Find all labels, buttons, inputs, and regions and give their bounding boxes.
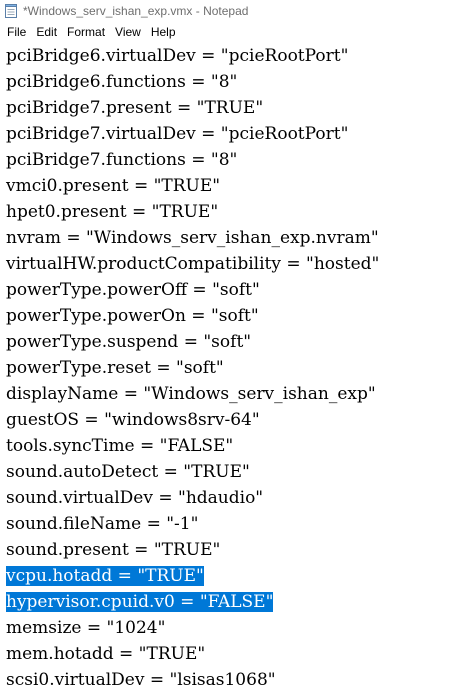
line-text: hpet0.present = "TRUE" <box>6 202 219 222</box>
text-line[interactable]: powerType.powerOn = "soft" <box>6 303 450 329</box>
menu-view[interactable]: View <box>115 25 141 39</box>
line-text: mem.hotadd = "TRUE" <box>6 644 206 664</box>
line-text: pciBridge7.present = "TRUE" <box>6 98 264 118</box>
text-line[interactable]: hpet0.present = "TRUE" <box>6 199 450 225</box>
text-line[interactable]: tools.syncTime = "FALSE" <box>6 433 450 459</box>
text-line[interactable]: powerType.reset = "soft" <box>6 355 450 381</box>
line-text: pciBridge6.functions = "8" <box>6 72 238 92</box>
selected-line-text: vcpu.hotadd = "TRUE" <box>6 566 204 586</box>
line-text: virtualHW.productCompatibility = "hosted… <box>6 254 380 274</box>
line-text: nvram = "Windows_serv_ishan_exp.nvram" <box>6 228 379 248</box>
line-text: memsize = "1024" <box>6 618 166 638</box>
text-line[interactable]: powerType.suspend = "soft" <box>6 329 450 355</box>
text-line[interactable]: scsi0.virtualDev = "lsisas1068" <box>6 667 450 693</box>
text-line[interactable]: sound.virtualDev = "hdaudio" <box>6 485 450 511</box>
line-text: tools.syncTime = "FALSE" <box>6 436 234 456</box>
text-line[interactable]: vmci0.present = "TRUE" <box>6 173 450 199</box>
menu-bar: File Edit Format View Help <box>0 22 450 42</box>
line-text: powerType.reset = "soft" <box>6 358 224 378</box>
menu-edit[interactable]: Edit <box>36 25 58 39</box>
text-line[interactable]: displayName = "Windows_serv_ishan_exp" <box>6 381 450 407</box>
selected-text-line[interactable]: vcpu.hotadd = "TRUE" <box>0 563 450 589</box>
text-line[interactable]: pciBridge6.functions = "8" <box>6 69 450 95</box>
line-text: sound.autoDetect = "TRUE" <box>6 462 250 482</box>
line-text: sound.fileName = "-1" <box>6 514 199 534</box>
text-line[interactable]: pciBridge7.virtualDev = "pcieRootPort" <box>6 121 450 147</box>
text-line[interactable]: memsize = "1024" <box>6 615 450 641</box>
text-line[interactable]: sound.fileName = "-1" <box>6 511 450 537</box>
line-text: sound.present = "TRUE" <box>6 540 221 560</box>
menu-format[interactable]: Format <box>67 25 106 39</box>
line-text: pciBridge7.virtualDev = "pcieRootPort" <box>6 124 349 144</box>
line-text: powerType.suspend = "soft" <box>6 332 252 352</box>
line-text: powerType.powerOn = "soft" <box>6 306 259 326</box>
title-bar[interactable]: *Windows_serv_ishan_exp.vmx - Notepad <box>0 0 450 22</box>
notepad-icon <box>4 3 18 19</box>
line-text: scsi0.virtualDev = "lsisas1068" <box>6 670 276 690</box>
line-text: pciBridge6.virtualDev = "pcieRootPort" <box>6 46 349 66</box>
text-line[interactable]: guestOS = "windows8srv-64" <box>6 407 450 433</box>
line-text: guestOS = "windows8srv-64" <box>6 410 260 430</box>
editor-lines: pciBridge6.virtualDev = "pcieRootPort" p… <box>0 43 450 693</box>
text-line[interactable]: sound.autoDetect = "TRUE" <box>6 459 450 485</box>
menu-help[interactable]: Help <box>150 25 176 39</box>
text-line[interactable]: pciBridge7.present = "TRUE" <box>6 95 450 121</box>
text-line[interactable]: nvram = "Windows_serv_ishan_exp.nvram" <box>6 225 450 251</box>
text-line[interactable]: virtualHW.productCompatibility = "hosted… <box>6 251 450 277</box>
text-editor[interactable]: pciBridge6.virtualDev = "pcieRootPort" p… <box>0 43 450 695</box>
line-text: vmci0.present = "TRUE" <box>6 176 221 196</box>
menu-file[interactable]: File <box>7 25 27 39</box>
line-text: displayName = "Windows_serv_ishan_exp" <box>6 384 376 404</box>
line-text: pciBridge7.functions = "8" <box>6 150 238 170</box>
line-text: powerType.powerOff = "soft" <box>6 280 260 300</box>
line-text: sound.virtualDev = "hdaudio" <box>6 488 264 508</box>
window-title: *Windows_serv_ishan_exp.vmx - Notepad <box>23 4 249 18</box>
text-line[interactable]: pciBridge7.functions = "8" <box>6 147 450 173</box>
text-line[interactable]: mem.hotadd = "TRUE" <box>6 641 450 667</box>
text-line[interactable]: powerType.powerOff = "soft" <box>6 277 450 303</box>
text-line[interactable]: sound.present = "TRUE" <box>6 537 450 563</box>
selected-line-text: hypervisor.cpuid.v0 = "FALSE" <box>6 592 274 612</box>
text-line[interactable]: pciBridge6.virtualDev = "pcieRootPort" <box>6 43 450 69</box>
selected-text-line[interactable]: hypervisor.cpuid.v0 = "FALSE" <box>0 589 450 615</box>
